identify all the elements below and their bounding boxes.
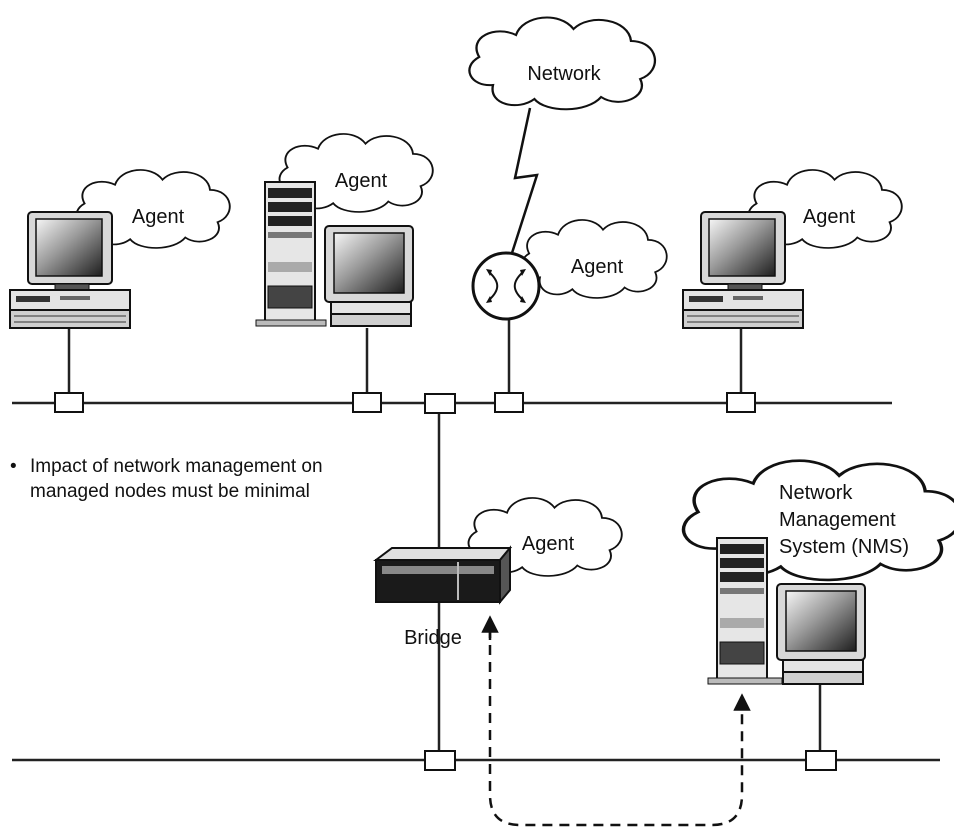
connector-server-1	[352, 392, 382, 413]
connector-bridge-upper	[424, 393, 456, 414]
workstation-2-icon	[682, 211, 804, 329]
connector-nms	[805, 750, 837, 771]
connector-workstation-1	[54, 392, 84, 413]
agent-label-server-1: Agent	[335, 170, 388, 192]
nms-label-line-1: Network	[779, 482, 853, 504]
connector-bridge-lower	[424, 750, 456, 771]
connector-workstation-2	[726, 392, 756, 413]
server-1-icon	[255, 181, 414, 327]
agent-label-router: Agent	[571, 256, 624, 278]
agent-label-workstation-2: Agent	[803, 206, 856, 228]
wan-link-bolt	[510, 107, 539, 254]
workstation-1-icon	[9, 211, 131, 329]
bridge-label: Bridge	[404, 627, 462, 649]
agent-label-workstation-1: Agent	[132, 206, 185, 228]
connector-router	[494, 392, 524, 413]
router-icon	[471, 251, 541, 321]
design-note-text: Impact of network management on managed …	[30, 456, 323, 502]
management-traffic-path	[488, 628, 751, 827]
nms-station-icon	[707, 537, 866, 685]
nms-label-line-2: Management	[779, 509, 896, 531]
bridge-icon	[373, 545, 513, 605]
agent-label-bridge: Agent	[522, 533, 575, 555]
design-note-bullet: •	[10, 456, 17, 477]
nms-label-line-3: System (NMS)	[779, 536, 909, 558]
network-cloud-label: Network	[527, 63, 601, 85]
design-note: • Impact of network management on manage…	[10, 454, 330, 504]
